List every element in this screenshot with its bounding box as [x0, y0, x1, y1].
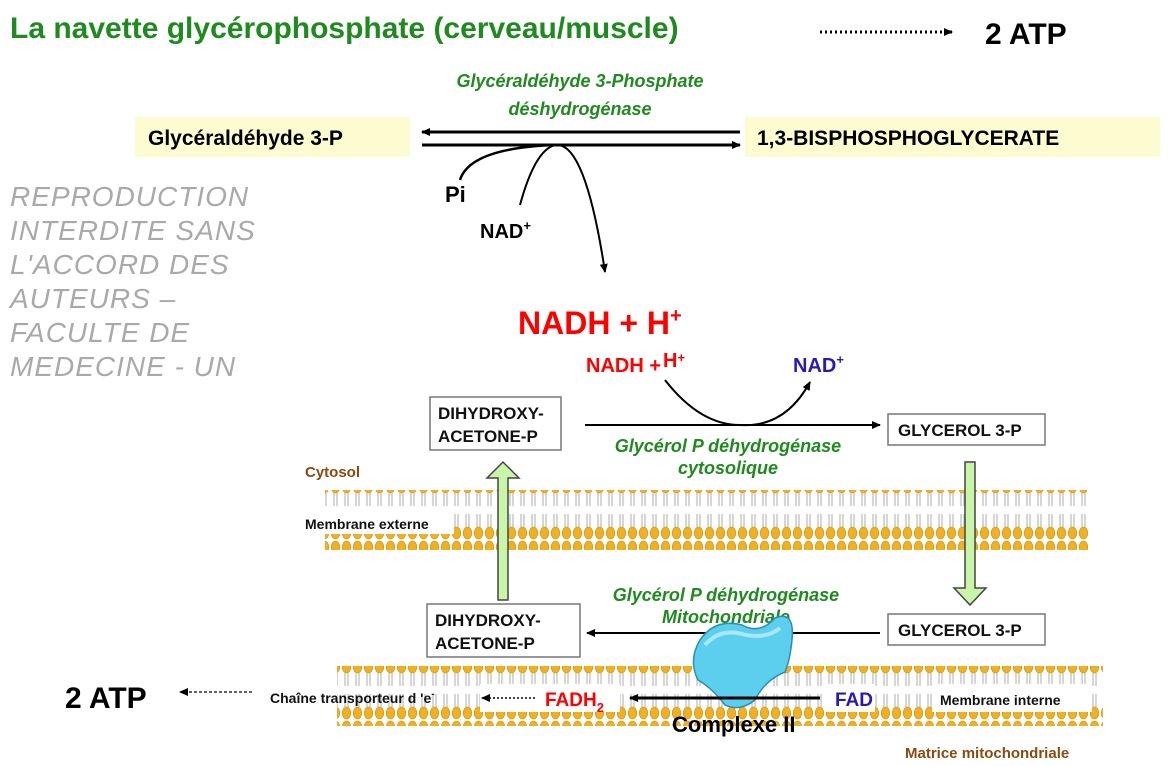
matrix-label: Matrice mitochondriale: [905, 745, 1069, 762]
pi-curve: [458, 143, 556, 181]
svg-text:DIHYDROXY-: DIHYDROXY-: [438, 404, 544, 423]
mito-atp-label: 2 ATP: [65, 682, 147, 715]
glycerol-cytosol-box: GLYCEROL 3-P: [887, 413, 1046, 446]
svg-text:ACETONE-P: ACETONE-P: [438, 427, 538, 446]
inner-membrane-label: Membrane interne: [940, 692, 1061, 708]
svg-text:GLYCEROL 3-P: GLYCEROL 3-P: [898, 621, 1022, 640]
mito-enzyme-2: Mitochondriale: [662, 607, 790, 627]
dhap-cytosol-box: DIHYDROXY- ACETONE-P: [429, 396, 562, 451]
complex-ii-label: Complexe II: [672, 712, 795, 737]
nadh-big-label: NADH + H+: [518, 305, 682, 341]
product-box: [745, 117, 1160, 157]
svg-text:ACETONE-P: ACETONE-P: [435, 634, 535, 653]
mito-enzyme-1: Glycérol P déhydrogénase: [613, 585, 839, 605]
gapdh-label-2: déshydrogénase: [508, 99, 651, 119]
electron-chain-label: Chaîne transporteur d 'e-: [270, 689, 435, 706]
product-label: 1,3-BISPHOSPHOGLYCERATE: [757, 127, 1059, 150]
substrate-label: Glycéraldéhyde 3-P: [148, 127, 343, 150]
cofactor-curve: [664, 379, 811, 427]
complex-ii-shape: [692, 615, 794, 709]
fad-label: FAD: [835, 690, 873, 711]
green-up-arrow: [485, 460, 521, 601]
pi-label: Pi: [445, 182, 466, 207]
svg-text:GLYCEROL 3-P: GLYCEROL 3-P: [898, 421, 1022, 440]
nad-label: NAD+: [480, 218, 531, 243]
svg-text:DIHYDROXY-: DIHYDROXY-: [435, 611, 541, 630]
nad-cytosol-label: NAD+: [793, 352, 844, 377]
page-title: La navette glycérophosphate (cerveau/mus…: [10, 12, 679, 45]
cytosolic-enzyme-2: cytosolique: [678, 458, 778, 478]
watermark: REPRODUCTION INTERDITE SANS L'ACCORD DES…: [10, 181, 256, 382]
cytosolic-enzyme-1: Glycérol P déhydrogénase: [615, 436, 841, 456]
nadh-curve-arrow: [519, 143, 608, 273]
dhap-mito-box: DIHYDROXY- ACETONE-P: [426, 603, 581, 658]
substrate-box: [135, 117, 410, 157]
cytosol-label: Cytosol: [305, 464, 360, 481]
gapdh-label-1: Glycéraldéhyde 3-Phosphate: [456, 71, 703, 91]
outer-membrane-label: Membrane externe: [305, 516, 429, 532]
title-atp: 2 ATP: [985, 18, 1067, 51]
glycerol-mito-box: GLYCEROL 3-P: [887, 613, 1046, 646]
fadh2-label: FADH2: [545, 690, 604, 715]
nadh-small-label: NADH +H+: [586, 350, 685, 377]
green-down-arrow: [952, 461, 988, 607]
